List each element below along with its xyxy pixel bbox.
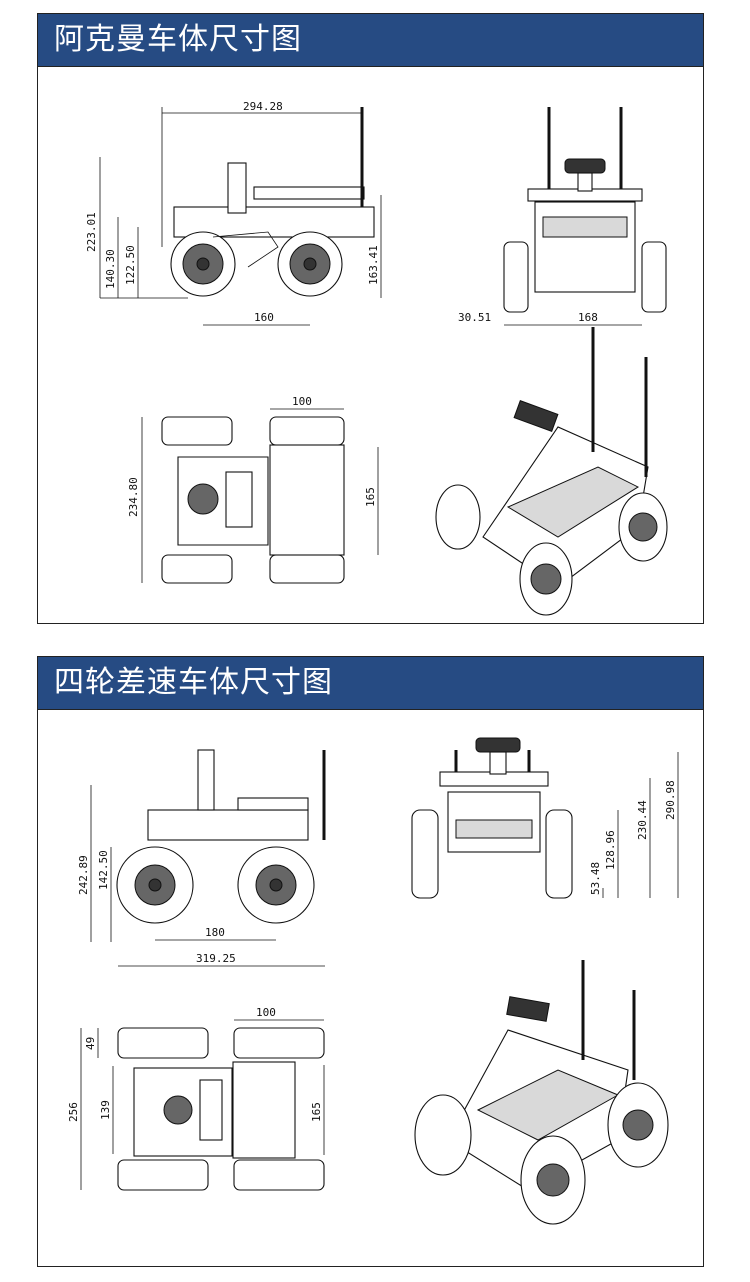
dim-top-total: 256 — [67, 1102, 80, 1122]
dim-side-total-height: 242.89 — [77, 855, 90, 895]
dim-front-h4: 290.98 — [664, 780, 677, 820]
dim-side-wheelbase: 180 — [205, 926, 225, 939]
dim-front-h3: 230.44 — [636, 800, 649, 840]
dim-top-inner: 139 — [99, 1100, 112, 1120]
dim-side-height-b: 122.50 — [124, 245, 137, 285]
panel-differential: 四轮差速车体尺寸图 242.89 142.50 180 3 — [37, 656, 704, 1267]
dim-front-h1: 53.48 — [589, 862, 602, 895]
dim-side-total-height: 223.01 — [85, 212, 98, 252]
ackermann-top-view — [161, 416, 345, 584]
dim-side-length: 319.25 — [196, 952, 236, 965]
ackermann-front-view — [503, 107, 667, 313]
panel-ackermann: 阿克曼车体尺寸图 294.28 223.01 — [37, 13, 704, 624]
ackermann-side-view — [170, 107, 375, 297]
dim-side-height-a: 140.30 — [104, 249, 117, 289]
differential-top-view — [117, 1027, 325, 1191]
differential-front-view — [411, 737, 573, 899]
dim-side-right-height: 163.41 — [367, 245, 380, 285]
ackermann-drawings: 294.28 223.01 140.30 122.50 163.41 160 — [85, 100, 668, 616]
dim-front-track: 168 — [578, 311, 598, 324]
dim-front-h2: 128.96 — [604, 830, 617, 870]
dim-top-axle: 165 — [310, 1102, 323, 1122]
dim-top-width-short: 100 — [256, 1006, 276, 1019]
panel-title: 四轮差速车体尺寸图 — [38, 657, 703, 710]
dim-top-wheel-width: 49 — [84, 1037, 97, 1050]
differential-iso-view — [414, 960, 669, 1225]
drawing-area: 242.89 142.50 180 319.25 53.48 1 — [38, 710, 703, 1266]
panel-title: 阿克曼车体尺寸图 — [38, 14, 703, 67]
ackermann-iso-view — [435, 327, 668, 616]
dim-top-axle: 165 — [364, 487, 377, 507]
dim-front-offset: 30.51 — [458, 311, 491, 324]
dim-side-height: 142.50 — [97, 850, 110, 890]
differential-drawings: 242.89 142.50 180 319.25 53.48 1 — [67, 737, 679, 1225]
differential-side-view — [116, 749, 326, 924]
drawing-area: 294.28 223.01 140.30 122.50 163.41 160 — [38, 67, 703, 623]
dim-top-total: 234.80 — [127, 477, 140, 517]
dim-side-length: 294.28 — [243, 100, 283, 113]
dim-side-wheelbase: 160 — [254, 311, 274, 324]
dim-top-width-short: 100 — [292, 395, 312, 408]
